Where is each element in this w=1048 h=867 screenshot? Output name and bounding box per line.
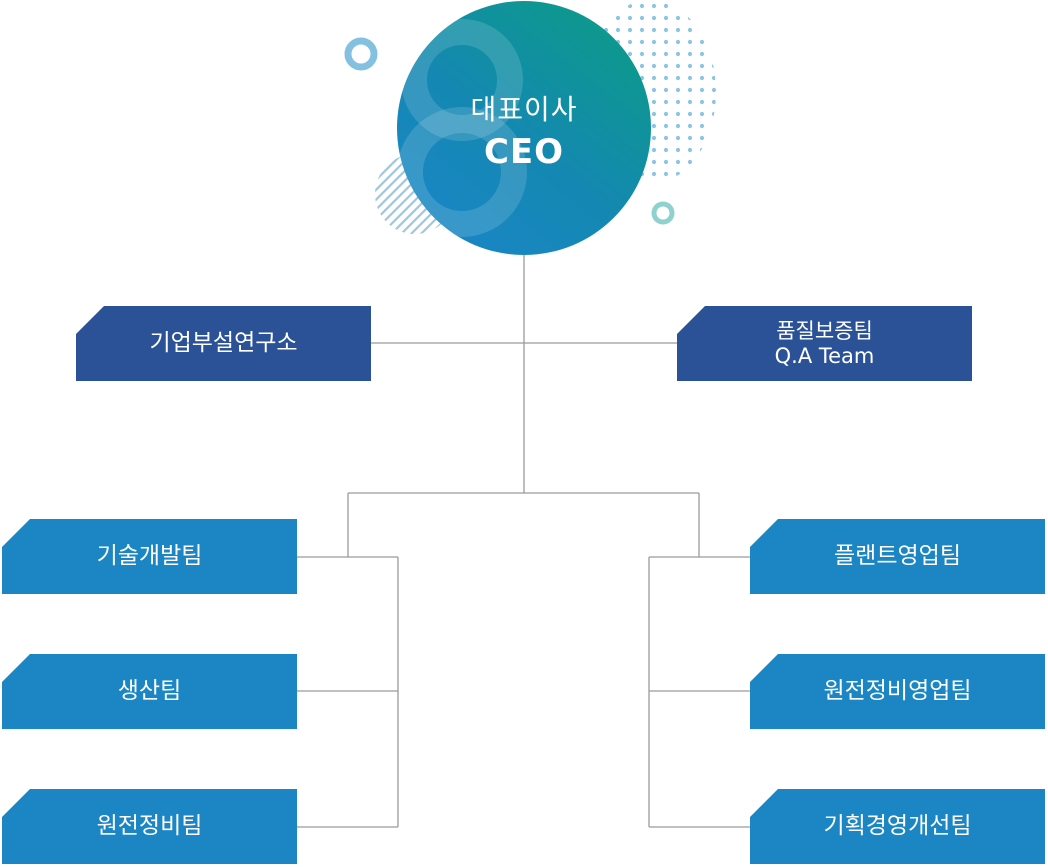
team-box-right-2: 원전정비영업팀	[750, 654, 1045, 729]
ceo-node	[397, 1, 651, 255]
qa-team-label: 품질보증팀	[776, 319, 873, 344]
qa-team-box: 품질보증팀 Q.A Team	[677, 306, 972, 381]
team-box-right-1: 플랜트영업팀	[750, 519, 1045, 594]
team-box-left-1: 기술개발팀	[2, 519, 297, 594]
research-institute-label: 기업부설연구소	[149, 330, 298, 357]
team-label: 기술개발팀	[96, 543, 203, 570]
research-institute-box: 기업부설연구소	[76, 306, 371, 381]
teal-ring-decoration	[651, 201, 675, 225]
team-box-right-3: 기획경영개선팀	[750, 789, 1045, 864]
team-box-left-2: 생산팀	[2, 654, 297, 729]
connector-lines	[297, 255, 751, 828]
ceo-title: 대표이사	[470, 93, 578, 126]
team-label: 원전정비팀	[96, 813, 203, 840]
team-label: 원전정비영업팀	[823, 678, 972, 705]
team-label: 생산팀	[117, 678, 182, 705]
team-label: 플랜트영업팀	[834, 543, 961, 570]
qa-team-sublabel: Q.A Team	[774, 343, 875, 368]
ceo-subtitle: CEO	[483, 132, 565, 172]
team-box-left-3: 원전정비팀	[2, 789, 297, 864]
blue-ring-decoration	[344, 37, 378, 71]
team-label: 기획경영개선팀	[823, 813, 972, 840]
ceo-logo-watermark	[397, 19, 527, 237]
